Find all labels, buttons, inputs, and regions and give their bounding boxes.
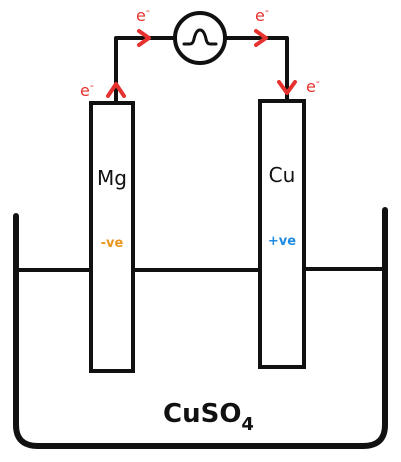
electron-flow-arrow-icon [277, 80, 297, 95]
electrolyte-label: CuSO4 [163, 399, 254, 435]
left-electrode-symbol: Mg [97, 166, 127, 190]
galvanometer-icon [173, 11, 227, 65]
positive-terminal-label: +ve [268, 234, 296, 249]
beaker [13, 207, 388, 449]
electron-flow-arrow-icon [137, 29, 151, 47]
negative-terminal-label: -ve [101, 236, 124, 251]
copper-electrode [258, 99, 306, 369]
electron-label: e- [306, 75, 320, 96]
magnesium-electrode [89, 101, 135, 373]
right-electrode-symbol: Cu [269, 163, 296, 187]
electron-label: e- [255, 4, 269, 25]
electron-label: e- [136, 4, 150, 25]
external-wire [114, 36, 289, 101]
electron-flow-arrow-icon [254, 29, 268, 47]
electron-label: e- [80, 79, 94, 100]
electron-flow-arrow-icon [106, 82, 126, 98]
